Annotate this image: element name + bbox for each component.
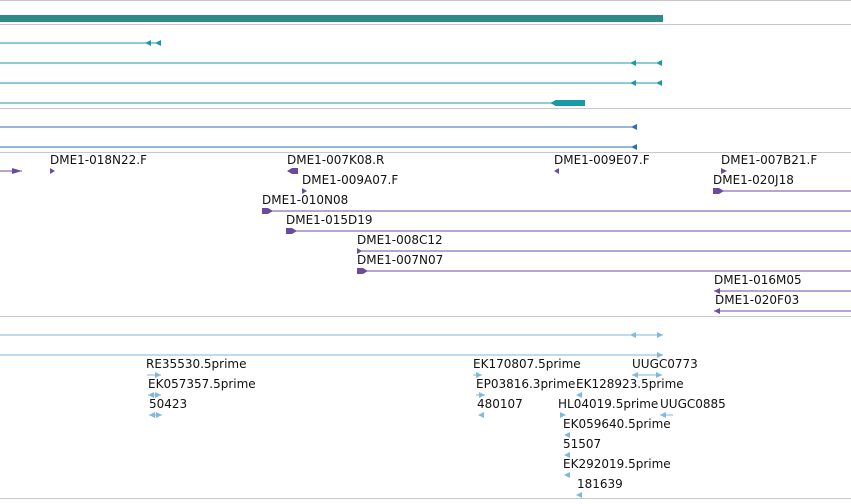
est-label[interactable]: RE35530.5prime (146, 357, 247, 371)
strand-arrow-icon (631, 124, 637, 130)
est-feature[interactable] (632, 372, 662, 378)
est-label[interactable]: EK057357.5prime (148, 377, 256, 391)
transcript-feature[interactable] (0, 40, 161, 46)
gene-span-bar[interactable] (0, 15, 663, 22)
clone-label[interactable]: DME1-007K08.R (287, 153, 385, 167)
est-label[interactable]: HL04019.5prime (558, 397, 659, 411)
clone-feature[interactable] (714, 308, 851, 314)
clone-feature[interactable] (357, 268, 851, 274)
est-label[interactable]: EK128923.5prime (576, 377, 684, 391)
est-label[interactable]: EP03816.3prime (476, 377, 576, 391)
clone-label[interactable]: DME1-020J18 (713, 173, 794, 187)
alignment-track (0, 124, 637, 150)
transcript-track (0, 40, 662, 106)
clone-label[interactable]: DME1-015D19 (286, 213, 373, 227)
clone-label[interactable]: DME1-008C12 (357, 233, 443, 247)
strand-arrow-icon (657, 352, 663, 358)
strand-arrow-icon (145, 40, 151, 46)
strand-arrow-icon (656, 60, 662, 66)
est-label[interactable]: EK292019.5prime (563, 457, 671, 471)
transcript-feature[interactable] (0, 80, 662, 86)
est-feature[interactable] (660, 412, 673, 418)
clone-feature[interactable] (302, 188, 307, 194)
clone-label[interactable]: DME1-007B21.F (721, 153, 818, 167)
est-feature[interactable] (576, 392, 582, 398)
strand-arrow-icon (155, 40, 161, 46)
est-feature[interactable] (0, 352, 663, 358)
clone-label[interactable]: DME1-009E07.F (554, 153, 650, 167)
clone-feature[interactable] (286, 228, 851, 234)
exon-block (555, 100, 585, 106)
strand-arrow-icon (550, 100, 556, 106)
strand-arrow-icon (657, 332, 663, 338)
strand-arrow-icon (656, 80, 662, 86)
strand-arrow-icon (630, 332, 636, 338)
clone-label[interactable]: DME1-016M05 (714, 273, 802, 287)
est-label[interactable]: UUGC0885 (660, 397, 726, 411)
est-feature[interactable] (478, 412, 484, 418)
est-feature[interactable] (476, 392, 485, 398)
clone-track (0, 168, 851, 314)
est-feature[interactable] (148, 392, 161, 398)
clone-feature[interactable] (714, 288, 851, 294)
est-feature[interactable] (564, 452, 570, 458)
est-feature[interactable] (564, 432, 570, 438)
clone-feature[interactable] (50, 168, 55, 174)
est-label[interactable]: UUGC0773 (632, 357, 698, 371)
clone-label[interactable]: DME1-009A07.F (302, 173, 399, 187)
strand-arrow-icon (630, 80, 636, 86)
est-feature[interactable] (560, 412, 566, 418)
clone-label[interactable]: DME1-010N08 (262, 193, 349, 207)
est-label[interactable]: 50423 (149, 397, 188, 411)
est-label[interactable]: EK170807.5prime (473, 357, 581, 371)
clone-feature[interactable] (721, 168, 727, 174)
clone-feature[interactable] (262, 208, 851, 214)
est-feature[interactable] (576, 492, 582, 498)
strand-arrow-icon (631, 144, 637, 150)
transcript-feature[interactable] (0, 60, 662, 66)
clone-feature[interactable] (287, 168, 298, 174)
est-label[interactable]: 181639 (577, 477, 623, 491)
est-feature[interactable] (147, 372, 161, 378)
clone-feature[interactable] (0, 168, 22, 174)
est-label[interactable]: 480107 (477, 397, 523, 411)
clone-feature[interactable] (713, 188, 851, 194)
est-label[interactable]: 51507 (563, 437, 602, 451)
clone-feature[interactable] (554, 168, 559, 174)
clone-label[interactable]: DME1-007N07 (357, 253, 444, 267)
alignment-feature[interactable] (0, 124, 637, 130)
strand-arrow-icon (630, 60, 636, 66)
alignment-feature[interactable] (0, 144, 637, 150)
strand-arrow-icon (12, 168, 22, 174)
est-feature[interactable] (564, 472, 570, 478)
transcript-feature[interactable] (0, 100, 585, 106)
est-label[interactable]: EK059640.5prime (563, 417, 671, 431)
clone-label[interactable]: DME1-018N22.F (50, 153, 148, 167)
est-feature[interactable] (149, 412, 162, 418)
clone-label[interactable]: DME1-020F03 (715, 293, 800, 307)
est-feature[interactable] (0, 332, 663, 338)
est-track (0, 332, 673, 498)
clone-feature[interactable] (357, 248, 851, 254)
est-feature[interactable] (473, 372, 482, 378)
